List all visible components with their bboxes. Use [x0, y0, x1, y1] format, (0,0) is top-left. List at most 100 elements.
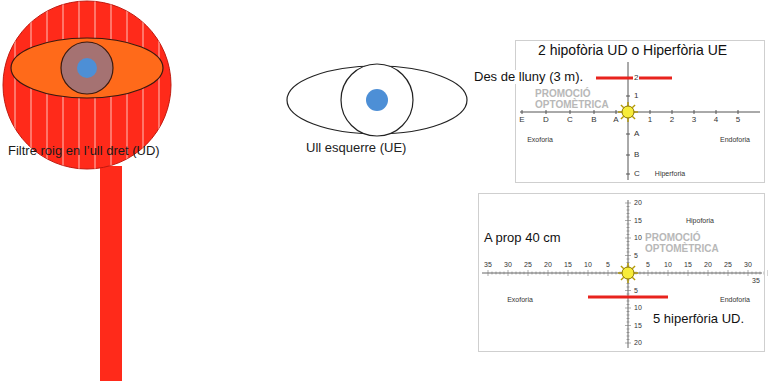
right-eye-outline [11, 38, 163, 98]
chart-tick [720, 272, 721, 275]
axis-name: Exoforia [506, 296, 534, 304]
chart-tick [627, 283, 630, 284]
chart-tick [488, 270, 489, 276]
chart-tick [548, 270, 549, 276]
chart-tick [626, 174, 630, 175]
chart-tick [584, 272, 585, 275]
red-filter-disc [3, 1, 171, 169]
axis-name: Endoforia [719, 136, 751, 144]
axis-name: Endoforia [719, 296, 751, 304]
chart-tick [604, 272, 605, 275]
chart-tick [688, 270, 689, 276]
scale-number: 25 [723, 261, 733, 269]
scale-number: 3 [691, 116, 697, 125]
light-ray [627, 118, 628, 122]
scale-number: 30 [743, 261, 753, 269]
chart-tick [625, 290, 631, 291]
chart-tick [508, 270, 509, 276]
chart-tick [626, 134, 630, 135]
chart-tick [664, 272, 665, 275]
scale-number: 5 [735, 116, 741, 125]
chart-tick [627, 213, 630, 214]
chart-tick [676, 272, 677, 275]
watermark: PROMOCIÓ OPTOMÈTRICA [535, 88, 623, 110]
chart-tick [600, 272, 601, 275]
left-eye-iris [341, 64, 413, 136]
chart-tick [625, 308, 631, 309]
chart-tick [625, 325, 631, 326]
chart-tick [512, 272, 513, 275]
chart-tick [744, 272, 745, 275]
scale-number: 25 [523, 261, 533, 269]
light-ray [632, 116, 635, 119]
chart-tick [627, 210, 630, 211]
chart-tick [716, 110, 717, 114]
chart-tick [692, 272, 693, 275]
light-ray [632, 105, 635, 108]
chart-tick [522, 110, 523, 114]
scale-number: 15 [633, 322, 643, 330]
chart-tick [504, 272, 505, 275]
chart-tick [608, 270, 609, 276]
scale-letter: B [633, 151, 640, 160]
watermark: PROMOCIÓ OPTOMÈTRICA [645, 232, 737, 254]
chart-tick [627, 315, 630, 316]
chart-tick [652, 272, 653, 275]
scale-number: 30 [503, 261, 513, 269]
chart-tick [627, 231, 630, 232]
chart-tick [612, 272, 613, 275]
scale-letter: C [633, 170, 641, 179]
chart-tick [516, 272, 517, 275]
node-text: 5 hiperfòria UD. [653, 312, 744, 327]
chart-tick [700, 272, 701, 275]
scale-number: 2 [633, 74, 639, 83]
chart-tick [596, 272, 597, 275]
scale-number: 5 [605, 261, 611, 269]
chart-tick [716, 272, 717, 275]
chart-tick [492, 272, 493, 275]
light-ray [632, 277, 635, 280]
chart-tick [627, 252, 630, 253]
scale-number: 10 [633, 304, 643, 312]
axis-name: Exoforia [526, 136, 554, 144]
scale-number: 5 [645, 261, 651, 269]
scale-number: 1 [647, 116, 653, 125]
chart-tick [738, 110, 739, 114]
chart-tick [627, 245, 630, 246]
scale-number: 10 [663, 261, 673, 269]
chart-tick [672, 110, 673, 114]
chart-tick [732, 272, 733, 275]
scale-letter: A [612, 116, 619, 125]
chart-tick [594, 110, 595, 114]
chart-tick [564, 272, 565, 275]
light-ray [634, 272, 638, 273]
axis-name: Hipoforia [685, 217, 715, 225]
chart-tick [668, 270, 669, 276]
chart-tick [626, 155, 630, 156]
scale-number: 15 [563, 261, 573, 269]
light-ray [621, 116, 624, 119]
scale-number: 10 [583, 261, 593, 269]
chart-tick [660, 272, 661, 275]
red-filter: Filtre roig en l’ull dret (UD) [2, 0, 172, 170]
scale-number: 35 [751, 277, 761, 285]
chart-tick [680, 272, 681, 275]
chart-tick [496, 272, 497, 275]
chart-tick [625, 255, 631, 256]
light-ray [621, 266, 624, 269]
light-ray [632, 266, 635, 269]
chart-tick [627, 311, 630, 312]
chart-tick [625, 343, 631, 344]
chart-tick [625, 220, 631, 221]
filter-handle [100, 166, 122, 381]
chart-tick [627, 234, 630, 235]
chart-tick [760, 272, 761, 275]
scale-letter: D [542, 116, 550, 125]
chart-tick [627, 259, 630, 260]
chart-tick [524, 272, 525, 275]
chart-tick [627, 339, 630, 340]
chart-tick [752, 272, 753, 275]
right-eye-pupil [77, 58, 97, 78]
chart-tick [704, 272, 705, 275]
node-text: Filtre roig en l’ull dret (UD) [8, 144, 160, 159]
